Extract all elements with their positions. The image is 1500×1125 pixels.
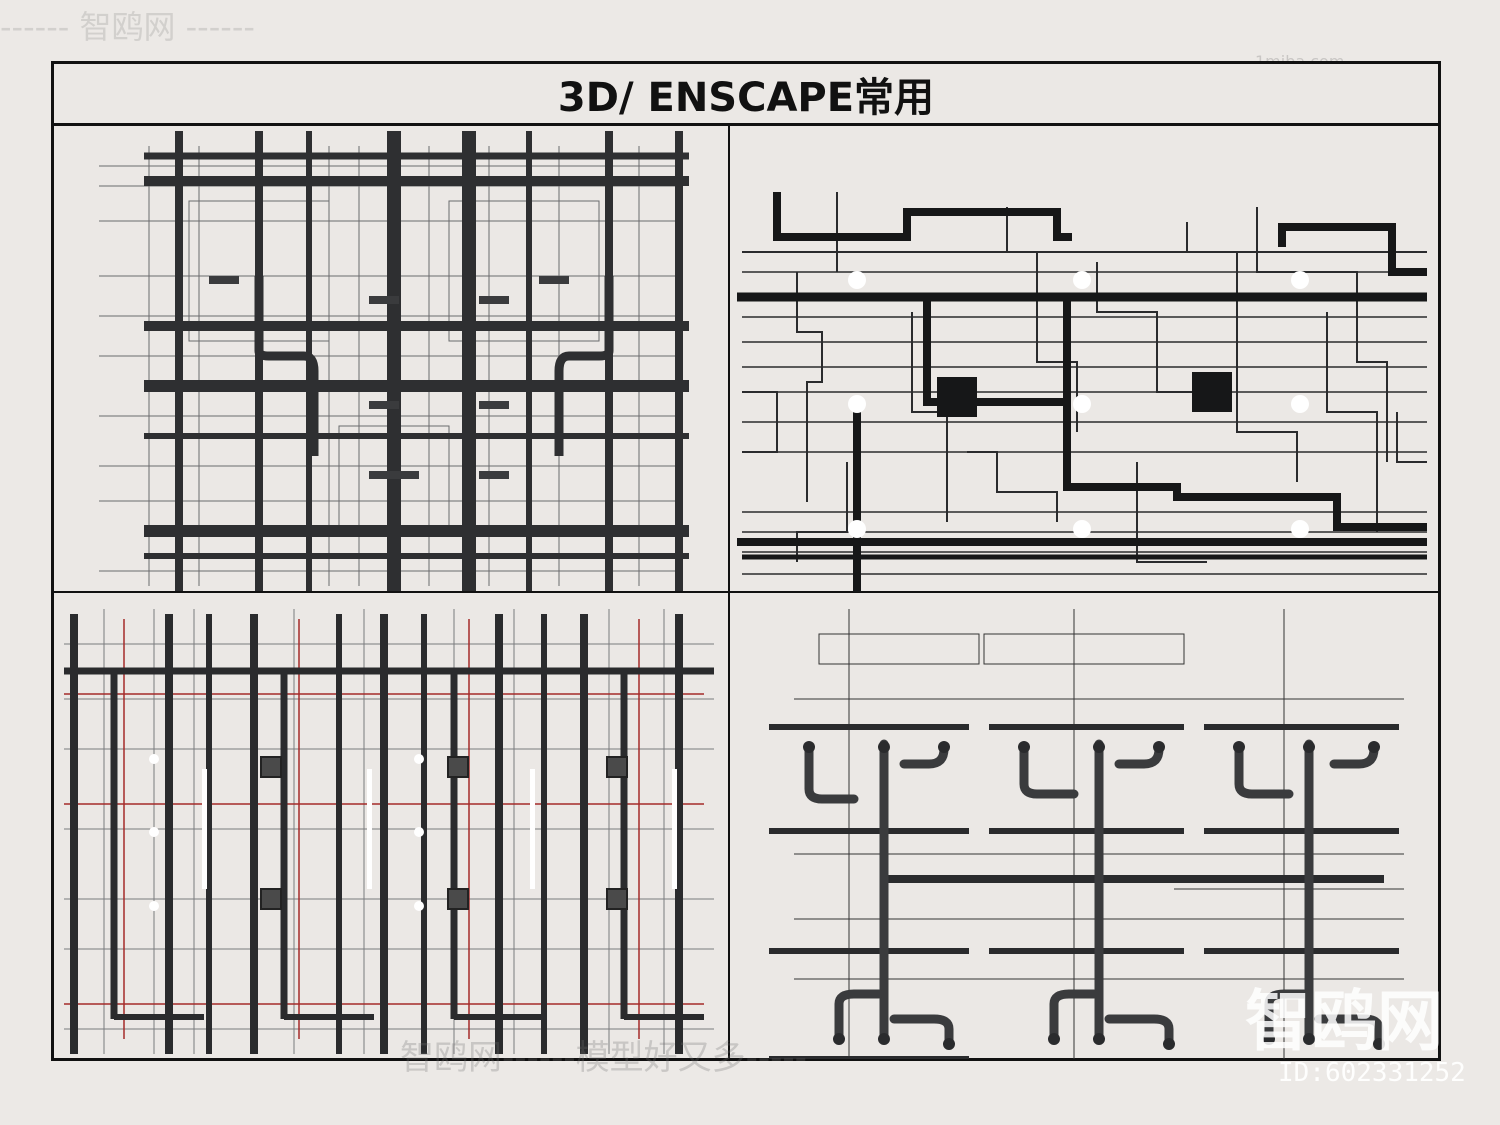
ceiling-lights: [848, 271, 1309, 538]
thin-lines: [794, 609, 1404, 1059]
vertical-divider: [728, 126, 730, 1061]
vertical-pipes-drawing: [64, 609, 714, 1054]
page-title: 3D/ ENSCAPE常用: [557, 74, 935, 121]
thin-routes: [742, 192, 1427, 575]
panel-ceiling-pipe-grid: [89, 126, 689, 591]
vent-boxes: [260, 756, 628, 910]
horizontal-divider: [54, 591, 1438, 593]
pipe-caps: [803, 741, 1385, 1050]
vertical-pipes: [64, 614, 714, 1054]
title-bar: 3D/ ENSCAPE常用: [54, 64, 1438, 126]
routed-pipes-drawing: [737, 192, 1427, 592]
drawing-sheet: 3D/ ENSCAPE常用: [51, 61, 1441, 1061]
horizontal-pipes: [769, 724, 1399, 1059]
thin-lines: [64, 609, 714, 1054]
linear-lights: [202, 769, 677, 889]
watermark-top: ------ 智鸥网 ------: [0, 8, 255, 46]
panel-routed-pipes: [737, 132, 1437, 592]
panel-riser-groups: [754, 599, 1434, 1059]
pipe-fittings: [209, 276, 569, 479]
model-id-label: ID:602331252: [1278, 1058, 1466, 1088]
spot-lights: [149, 754, 424, 911]
riser-groups-drawing: [769, 609, 1404, 1059]
riser-pipes: [804, 739, 1384, 1049]
main-routes: [737, 192, 1427, 592]
panel-vertical-pipes: [64, 599, 714, 1059]
junction-boxes: [937, 372, 1232, 417]
main-pipes: [144, 131, 689, 591]
pipe-grid-drawing: [99, 131, 689, 591]
